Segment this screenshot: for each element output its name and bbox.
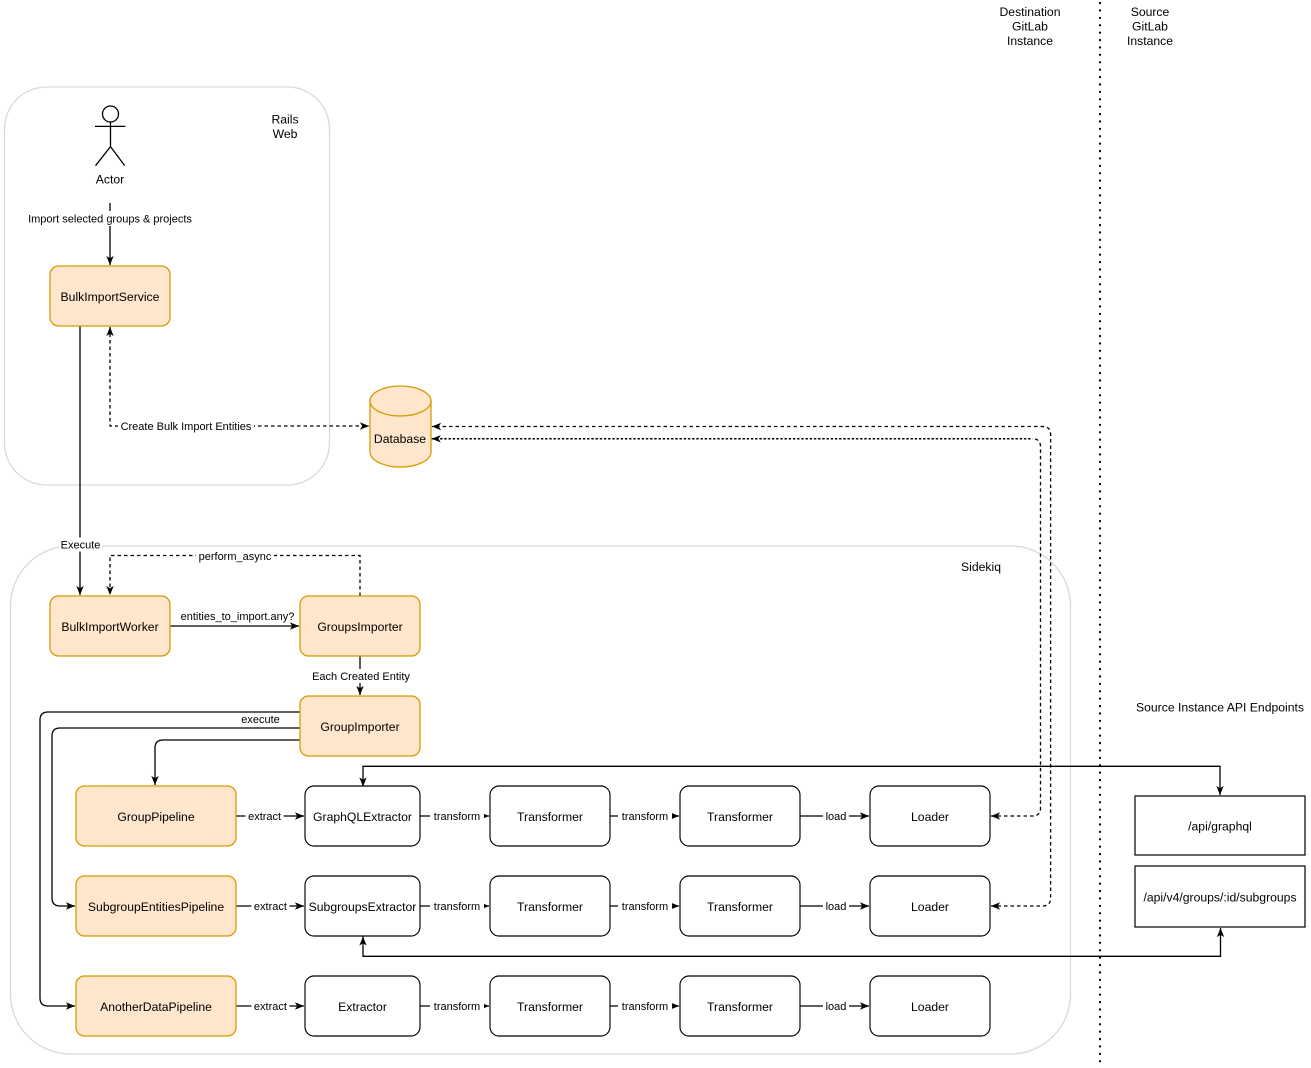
- svg-text:transform: transform: [622, 811, 668, 823]
- svg-text:extract: extract: [248, 811, 281, 823]
- svg-text:transform: transform: [434, 1001, 480, 1013]
- svg-text:Rails: Rails: [271, 113, 298, 127]
- svg-text:Web: Web: [273, 127, 298, 141]
- svg-text:Transformer: Transformer: [517, 900, 583, 914]
- svg-text:Transformer: Transformer: [517, 1000, 583, 1014]
- svg-text:Instance: Instance: [1127, 34, 1173, 48]
- svg-text:Transformer: Transformer: [707, 810, 773, 824]
- svg-text:Database: Database: [374, 432, 426, 446]
- svg-text:Execute: Execute: [61, 540, 101, 552]
- svg-text:load: load: [826, 1001, 847, 1013]
- svg-text:Transformer: Transformer: [517, 810, 583, 824]
- svg-text:Source: Source: [1131, 5, 1170, 19]
- svg-text:execute: execute: [241, 714, 280, 726]
- svg-text:Source Instance API Endpoints: Source Instance API Endpoints: [1136, 701, 1304, 715]
- svg-text:Instance: Instance: [1007, 34, 1053, 48]
- svg-text:Import selected groups & proje: Import selected groups & projects: [28, 214, 192, 226]
- svg-text:transform: transform: [434, 901, 480, 913]
- svg-text:transform: transform: [434, 811, 480, 823]
- svg-text:transform: transform: [622, 901, 668, 913]
- svg-text:entities_to_import.any?: entities_to_import.any?: [181, 611, 295, 623]
- svg-text:AnotherDataPipeline: AnotherDataPipeline: [100, 1000, 212, 1014]
- svg-text:SubgroupsExtractor: SubgroupsExtractor: [309, 900, 417, 914]
- svg-text:BulkImportWorker: BulkImportWorker: [61, 620, 158, 634]
- svg-text:transform: transform: [622, 1001, 668, 1013]
- svg-text:GroupPipeline: GroupPipeline: [117, 810, 194, 824]
- svg-text:Sidekiq: Sidekiq: [961, 560, 1001, 574]
- svg-text:Transformer: Transformer: [707, 900, 773, 914]
- svg-text:Actor: Actor: [96, 173, 124, 187]
- svg-text:SubgroupEntitiesPipeline: SubgroupEntitiesPipeline: [88, 900, 224, 914]
- svg-text:GraphQLExtractor: GraphQLExtractor: [313, 810, 412, 824]
- svg-text:Create Bulk Import Entities: Create Bulk Import Entities: [121, 421, 252, 433]
- svg-text:load: load: [826, 811, 847, 823]
- svg-text:GroupsImporter: GroupsImporter: [317, 620, 402, 634]
- svg-text:/api/v4/groups/:id/subgroups: /api/v4/groups/:id/subgroups: [1143, 890, 1296, 904]
- svg-text:Transformer: Transformer: [707, 1000, 773, 1014]
- svg-text:Loader: Loader: [911, 810, 949, 824]
- svg-text:load: load: [826, 901, 847, 913]
- svg-text:Extractor: Extractor: [338, 1000, 387, 1014]
- svg-text:Each Created Entity: Each Created Entity: [312, 671, 410, 683]
- svg-text:extract: extract: [254, 901, 287, 913]
- svg-text:Destination: Destination: [1000, 5, 1061, 19]
- svg-text:GroupImporter: GroupImporter: [320, 720, 399, 734]
- svg-text:/api/graphql: /api/graphql: [1188, 819, 1252, 833]
- svg-text:BulkImportService: BulkImportService: [61, 290, 160, 304]
- svg-text:perform_async: perform_async: [199, 551, 272, 563]
- svg-text:Loader: Loader: [911, 1000, 949, 1014]
- svg-text:GitLab: GitLab: [1012, 20, 1048, 34]
- svg-text:extract: extract: [254, 1001, 287, 1013]
- svg-text:Loader: Loader: [911, 900, 949, 914]
- svg-text:GitLab: GitLab: [1132, 20, 1168, 34]
